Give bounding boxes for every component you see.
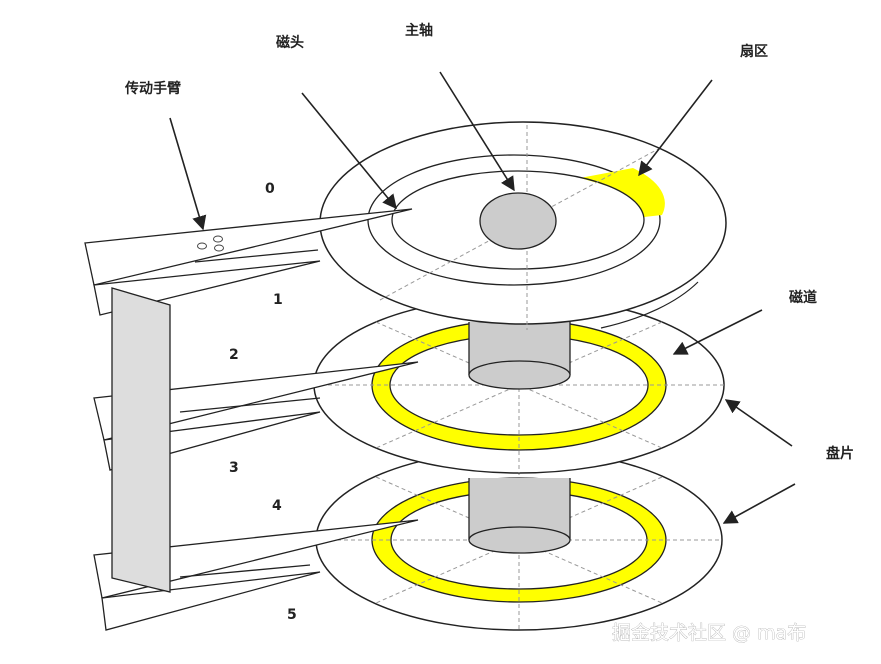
spindle-top	[479, 192, 557, 250]
watermark: 掘金技术社区 @ ma布	[612, 622, 806, 644]
head-marks	[197, 235, 224, 252]
surface-number-1: 1	[273, 292, 283, 308]
spindle-upper	[468, 322, 571, 390]
actuator-column	[111, 287, 171, 593]
label-actuator-arm: 传动手臂	[124, 80, 181, 97]
pointer-arrows	[169, 71, 796, 524]
label-spindle: 主轴	[405, 22, 433, 39]
surface-number-0: 0	[265, 181, 275, 197]
label-platter: 盘片	[826, 445, 854, 462]
label-sector: 扇区	[740, 43, 768, 60]
label-track: 磁道	[789, 289, 817, 306]
label-head: 磁头	[276, 34, 304, 51]
actuator-arm-assembly	[84, 208, 419, 631]
spindle-lower	[468, 478, 571, 554]
surface-number-2: 2	[229, 347, 239, 363]
surface-number-3: 3	[229, 460, 239, 476]
platter-top	[319, 121, 727, 330]
sector-lines-top	[379, 125, 661, 330]
arm-0	[84, 208, 413, 286]
surface-number-5: 5	[287, 607, 297, 623]
surface-number-4: 4	[272, 498, 282, 514]
